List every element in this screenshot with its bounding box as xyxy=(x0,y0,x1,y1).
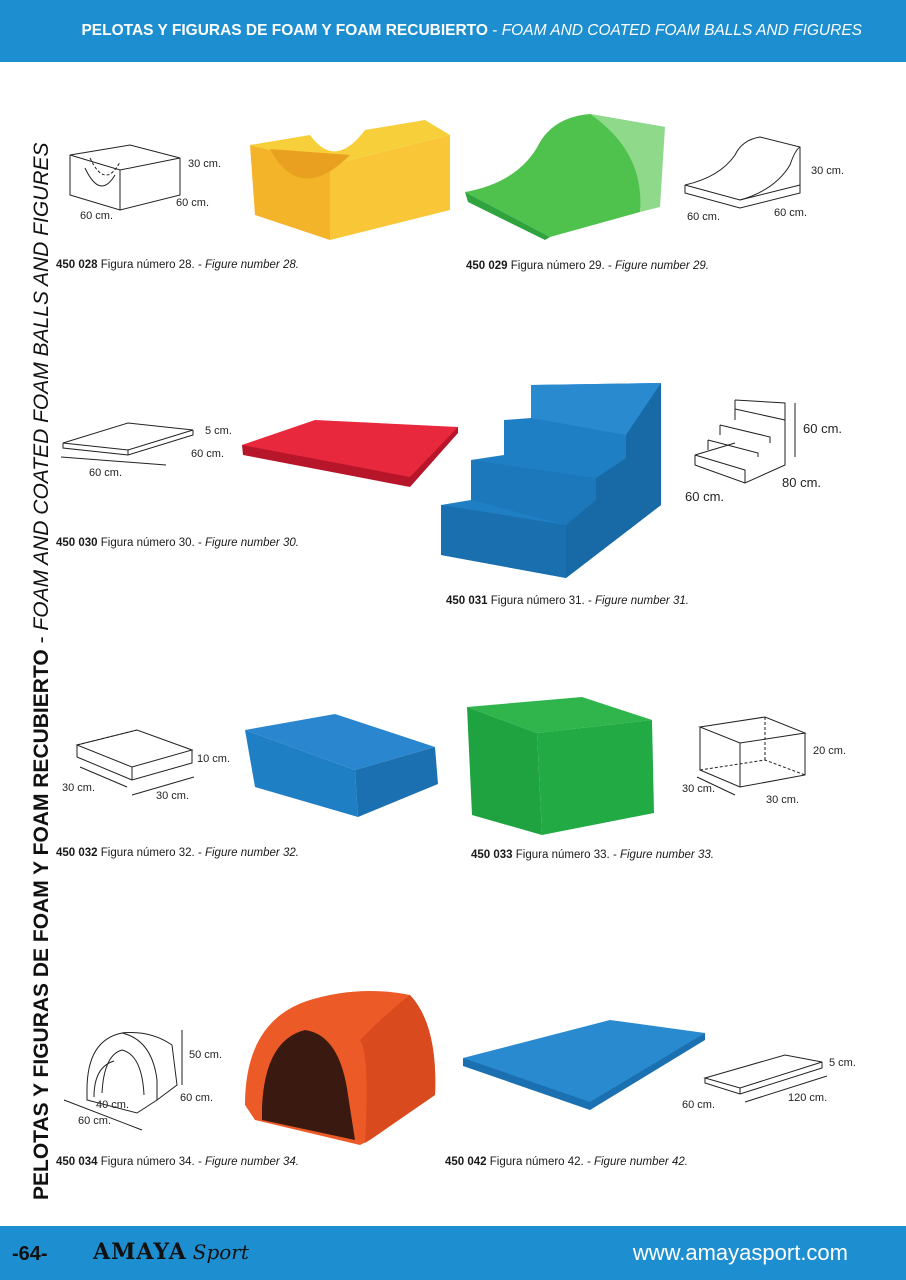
product-31-name-es: Figura número 31. - xyxy=(490,595,595,607)
product-34-code: 450 034 xyxy=(56,1156,98,1168)
product-42-height: 5 cm. xyxy=(829,1057,856,1069)
product-32-code: 450 032 xyxy=(56,847,98,859)
product-34-name-en: Figure number 34. xyxy=(204,1156,299,1168)
product-32-height: 10 cm. xyxy=(197,753,231,765)
product-31-name-en: Figure number 31. xyxy=(594,595,689,607)
product-30-name-es: Figura número 30. - xyxy=(100,537,205,549)
product-30-code: 450 030 xyxy=(56,537,98,549)
product-30-width: 60 cm. xyxy=(89,467,123,479)
product-33-name-en: Figure number 33. xyxy=(619,849,714,861)
product-33-width: 30 cm. xyxy=(682,783,716,795)
header-bar: PELOTAS Y FIGURAS DE FOAM Y FOAM RECUBIE… xyxy=(0,0,906,62)
product-33-diagram xyxy=(696,716,807,796)
product-33-image xyxy=(467,697,654,835)
product-31-depth: 80 cm. xyxy=(782,475,822,490)
product-31-image xyxy=(441,383,661,578)
product-33-depth: 30 cm. xyxy=(766,794,800,806)
product-33-caption: 450 033 Figura número 33. - Figure numbe… xyxy=(471,849,714,861)
product-32-diagram xyxy=(75,729,195,796)
product-30-diagram xyxy=(60,422,194,466)
title-es: PELOTAS Y FIGURAS DE FOAM Y FOAM RECUBIE… xyxy=(81,22,488,39)
product-34-name-es: Figura número 34. - xyxy=(100,1156,205,1168)
logo-brand: AMAYA xyxy=(93,1239,187,1265)
product-42-code: 450 042 xyxy=(445,1156,487,1168)
product-29-width: 60 cm. xyxy=(687,211,721,223)
product-31-diagram xyxy=(694,399,796,484)
side-title-es: PELOTAS Y FIGURAS DE FOAM Y FOAM RECUBIE… xyxy=(30,649,53,1200)
product-33-name-es: Figura número 33. - xyxy=(515,849,620,861)
product-31-caption: 450 031 Figura número 31. - Figure numbe… xyxy=(446,595,689,607)
product-34-diagram xyxy=(63,1030,183,1131)
product-42-name-en: Figure number 42. xyxy=(593,1156,688,1168)
product-29-height: 30 cm. xyxy=(811,165,845,177)
product-34-height: 50 cm. xyxy=(189,1049,223,1061)
product-32-width: 30 cm. xyxy=(62,782,96,794)
product-30-name-en: Figure number 30. xyxy=(204,537,299,549)
product-34-width: 60 cm. xyxy=(78,1115,112,1127)
product-31-height: 60 cm. xyxy=(803,421,843,436)
title-en: FOAM AND COATED FOAM BALLS AND FIGURES xyxy=(501,22,862,39)
product-30-height: 5 cm. xyxy=(205,425,232,437)
product-42-width: 60 cm. xyxy=(682,1099,716,1111)
product-42-name-es: Figura número 42. - xyxy=(489,1156,594,1168)
product-31-code: 450 031 xyxy=(446,595,488,607)
product-29-diagram xyxy=(684,136,801,209)
product-30-image xyxy=(242,420,458,487)
product-34-caption: 450 034 Figura número 34. - Figure numbe… xyxy=(56,1156,299,1168)
product-42-caption: 450 042 Figura número 42. - Figure numbe… xyxy=(445,1156,688,1168)
product-28-image xyxy=(250,120,450,240)
product-34-image xyxy=(245,991,436,1145)
product-32-image xyxy=(245,714,438,817)
product-29-code: 450 029 xyxy=(466,260,508,272)
product-33-height: 20 cm. xyxy=(813,745,847,757)
logo-suffix: Sport xyxy=(192,1240,249,1264)
website-url[interactable]: www.amayasport.com xyxy=(632,1240,848,1265)
product-34-depth: 60 cm. xyxy=(180,1092,214,1104)
product-34-inner: 40 cm. xyxy=(96,1099,130,1111)
product-42-length: 120 cm. xyxy=(788,1092,828,1104)
product-32-name-es: Figura número 32. - xyxy=(100,847,205,859)
footer-bar xyxy=(0,1226,906,1280)
side-title-separator: - xyxy=(30,630,53,650)
product-29-name-es: Figura número 29. - xyxy=(510,260,615,272)
title-separator: - xyxy=(487,22,502,39)
product-28-name-es: Figura número 28. - xyxy=(100,259,205,271)
product-28-name-en: Figure number 28. xyxy=(204,259,299,271)
product-28-depth: 60 cm. xyxy=(176,197,210,209)
product-29-depth: 60 cm. xyxy=(774,207,808,219)
side-title-en: FOAM AND COATED FOAM BALLS AND FIGURES xyxy=(30,142,53,631)
product-31-width: 60 cm. xyxy=(685,489,725,504)
product-42-image xyxy=(463,1020,705,1110)
product-30-caption: 450 030 Figura número 30. - Figure numbe… xyxy=(56,537,299,549)
product-29-name-en: Figure number 29. xyxy=(614,260,709,272)
product-29-caption: 450 029 Figura número 29. - Figure numbe… xyxy=(466,260,709,272)
product-28-code: 450 028 xyxy=(56,259,98,271)
product-28-height: 30 cm. xyxy=(188,158,222,170)
product-32-depth: 30 cm. xyxy=(156,790,190,802)
product-42-diagram xyxy=(703,1054,828,1103)
product-32-name-en: Figure number 32. xyxy=(204,847,299,859)
product-30-depth: 60 cm. xyxy=(191,448,225,460)
product-33-code: 450 033 xyxy=(471,849,513,861)
product-28-diagram xyxy=(69,144,181,211)
product-32-caption: 450 032 Figura número 32. - Figure numbe… xyxy=(56,847,299,859)
product-28-caption: 450 028 Figura número 28. - Figure numbe… xyxy=(56,259,299,271)
page-number: -64- xyxy=(12,1243,48,1265)
product-28-width: 60 cm. xyxy=(80,210,114,222)
page-title: PELOTAS Y FIGURAS DE FOAM Y FOAM RECUBIE… xyxy=(81,22,862,40)
product-29-image xyxy=(465,114,665,240)
